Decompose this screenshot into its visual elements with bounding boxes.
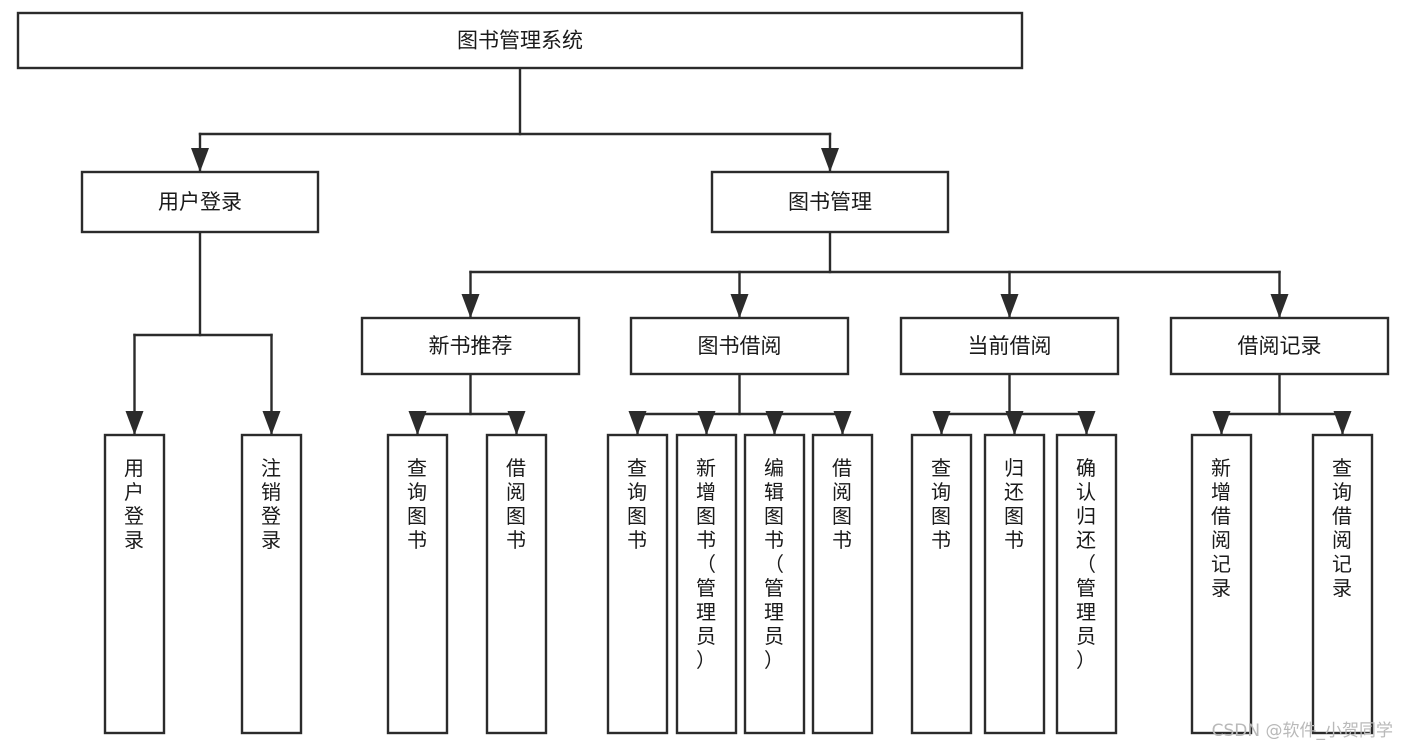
arrow-head: [408, 411, 427, 435]
node-label-new-book-rec: 新书推荐: [429, 334, 513, 358]
node-label-leaf-loan-return: 归还图书: [1004, 456, 1025, 552]
arrow-head: [262, 411, 281, 435]
arrow-head: [507, 411, 526, 435]
node-loan-record[interactable]: [1169, 316, 1390, 376]
arrow-head: [821, 148, 839, 172]
arrow-head: [1005, 411, 1024, 435]
node-box[interactable]: [629, 316, 850, 376]
node-label-leaf-user-logout: 注销登录: [261, 456, 282, 552]
node-leaf-borrow-borrow[interactable]: [811, 433, 874, 735]
node-box[interactable]: [710, 170, 950, 234]
arrow-head: [730, 294, 749, 318]
arrow-head: [1212, 411, 1231, 435]
node-label-book-manage: 图书管理: [788, 190, 872, 214]
node-root[interactable]: [16, 11, 1024, 70]
node-box[interactable]: [910, 433, 973, 735]
node-box[interactable]: [743, 433, 806, 735]
node-box[interactable]: [80, 170, 320, 234]
node-leaf-user-login[interactable]: [103, 433, 166, 735]
node-box[interactable]: [485, 433, 548, 735]
node-label-user-login: 用户登录: [158, 190, 242, 214]
node-label-root: 图书管理系统: [457, 29, 583, 53]
node-leaf-record-add[interactable]: [1190, 433, 1253, 735]
node-leaf-loan-confirm[interactable]: [1055, 433, 1118, 735]
arrow-head: [833, 411, 852, 435]
node-label-leaf-rec-borrow-book: 借阅图书: [506, 456, 527, 552]
node-label-leaf-record-add: 新增借阅记录: [1211, 456, 1232, 600]
node-box[interactable]: [675, 433, 738, 735]
node-box[interactable]: [1055, 433, 1118, 735]
node-label-leaf-rec-query-book: 查询图书: [407, 456, 428, 552]
node-box[interactable]: [1190, 433, 1253, 735]
node-box[interactable]: [16, 11, 1024, 70]
node-label-loan-record: 借阅记录: [1238, 334, 1322, 358]
arrow-head: [1333, 411, 1352, 435]
node-new-book-rec[interactable]: [360, 316, 581, 376]
label-layer: 图书管理系统用户登录图书管理新书推荐图书借阅当前借阅借阅记录用户登录注销登录查询…: [124, 29, 1353, 672]
arrow-head: [1000, 294, 1019, 318]
arrow-head: [191, 148, 209, 172]
arrow-head: [1077, 411, 1096, 435]
arrow-head: [125, 411, 144, 435]
node-user-login[interactable]: [80, 170, 320, 234]
node-label-leaf-user-login: 用户登录: [124, 456, 145, 552]
node-label-leaf-borrow-query: 查询图书: [627, 456, 648, 552]
node-leaf-borrow-edit[interactable]: [743, 433, 806, 735]
node-box[interactable]: [811, 433, 874, 735]
node-leaf-borrow-query[interactable]: [606, 433, 669, 735]
node-leaf-rec-borrow-book[interactable]: [485, 433, 548, 735]
node-book-borrow[interactable]: [629, 316, 850, 376]
arrow-head: [697, 411, 716, 435]
arrow-head: [932, 411, 951, 435]
arrow-head: [628, 411, 647, 435]
node-label-book-borrow: 图书借阅: [698, 334, 782, 358]
node-box[interactable]: [899, 316, 1120, 376]
node-leaf-loan-return[interactable]: [983, 433, 1046, 735]
arrow-head: [765, 411, 784, 435]
node-label-leaf-record-query: 查询借阅记录: [1332, 456, 1353, 600]
node-label-leaf-loan-query: 查询图书: [931, 456, 952, 552]
arrow-head: [1270, 294, 1289, 318]
node-box[interactable]: [1169, 316, 1390, 376]
node-leaf-borrow-add[interactable]: [675, 433, 738, 735]
node-current-loan[interactable]: [899, 316, 1120, 376]
node-box[interactable]: [386, 433, 449, 735]
node-box[interactable]: [983, 433, 1046, 735]
node-leaf-loan-query[interactable]: [910, 433, 973, 735]
node-box[interactable]: [240, 433, 303, 735]
node-label-leaf-borrow-edit: 编辑图书（管理员）: [764, 456, 785, 672]
node-leaf-rec-query-book[interactable]: [386, 433, 449, 735]
edge-layer: [125, 66, 1352, 437]
node-layer: [16, 11, 1390, 735]
node-box[interactable]: [103, 433, 166, 735]
node-box[interactable]: [1311, 433, 1374, 735]
node-book-manage[interactable]: [710, 170, 950, 234]
node-leaf-user-logout[interactable]: [240, 433, 303, 735]
node-label-leaf-borrow-borrow: 借阅图书: [832, 456, 853, 552]
arrow-head: [461, 294, 480, 318]
node-leaf-record-query[interactable]: [1311, 433, 1374, 735]
node-label-leaf-loan-confirm: 确认归还（管理员）: [1076, 456, 1097, 672]
node-box[interactable]: [606, 433, 669, 735]
node-label-leaf-borrow-add: 新增图书（管理员）: [696, 456, 717, 672]
node-label-current-loan: 当前借阅: [968, 334, 1052, 358]
node-box[interactable]: [360, 316, 581, 376]
